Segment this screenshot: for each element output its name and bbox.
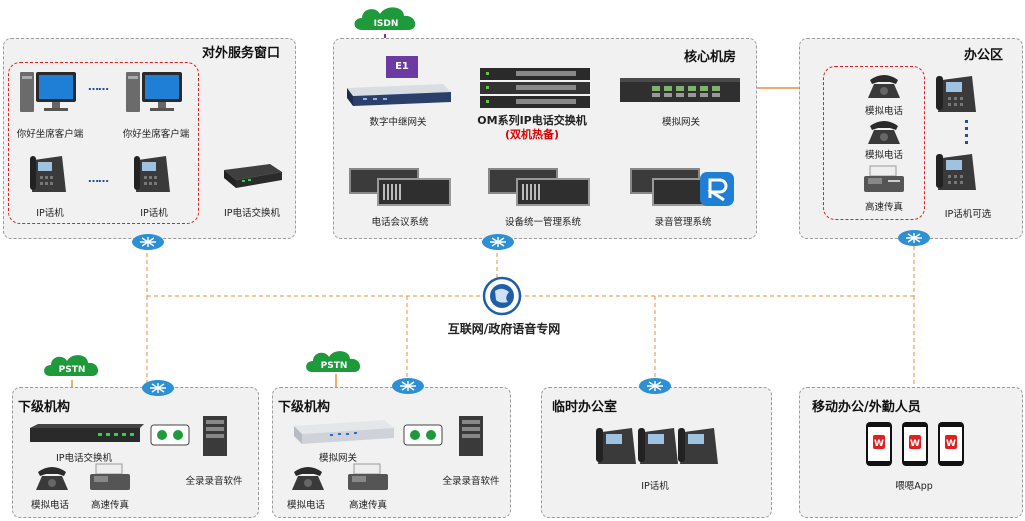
analog-phone-label: 模拟电话 [286, 500, 326, 511]
router-icon[interactable] [390, 376, 426, 396]
ip-phone-icon [638, 428, 678, 464]
e1-tag: E1 [386, 56, 418, 78]
desktop-computer-icon [20, 72, 76, 112]
external-service-panel [3, 38, 296, 239]
pstn-label: PSTN [321, 361, 348, 371]
ip-phone-icon [936, 76, 976, 112]
branch-device-label: 模拟网关 [318, 453, 358, 464]
om-ip-pbx-icon [480, 68, 590, 108]
analog-phone-icon [36, 467, 68, 490]
router-icon[interactable] [130, 232, 166, 252]
analog-phone-icon [868, 121, 900, 144]
agent-client-label: 你好坐席客户端 [122, 129, 190, 140]
isdn-cloud-icon: ISDN [354, 7, 416, 30]
recording-server-icon [459, 416, 483, 456]
app-logo-text: W [910, 439, 920, 449]
digital-gateway-icon [347, 84, 451, 106]
conference-server-icon [349, 168, 451, 206]
globe-icon [482, 276, 522, 316]
ip-phone-icon [134, 156, 170, 192]
app-logo-text: W [946, 439, 956, 449]
fax-machine-icon [348, 463, 388, 490]
ip-phone-icon [678, 428, 718, 464]
panel-title: 临时办公室 [552, 400, 618, 415]
smartphone-app-icon: W [902, 422, 928, 466]
ip-pbx-device-icon [224, 164, 282, 188]
management-server-icon [488, 168, 590, 206]
panel-title: 移动办公/外勤人员 [812, 400, 921, 415]
management-label: 设备统一管理系统 [504, 217, 582, 228]
agent-client-label: 你好坐席客户端 [16, 129, 84, 140]
isdn-label: ISDN [374, 19, 399, 29]
e1-label: E1 [395, 61, 409, 72]
router-icon[interactable] [140, 378, 176, 398]
pstn-label: PSTN [59, 365, 86, 375]
recording-server-icon [630, 168, 734, 206]
digital-gateway-label: 数字中继网关 [369, 117, 427, 128]
ip-pbx-label: IP电话交换机 [223, 208, 281, 219]
pstn-cloud-icon: PSTN [306, 351, 361, 372]
panel-title: 下级机构 [278, 400, 331, 415]
conference-label: 电话会议系统 [371, 217, 429, 228]
analog-gateway-label: 模拟网关 [661, 117, 701, 128]
network-label: 互联网/政府语音专网 [447, 322, 561, 336]
smartphone-app-icon: W [866, 422, 892, 466]
fax-machine-icon [864, 165, 904, 192]
recording-software-label: 全录录音软件 [185, 476, 243, 487]
vertical-ellipsis [965, 120, 968, 146]
router-icon[interactable] [637, 376, 673, 396]
ellipsis: …… [88, 172, 109, 185]
smartphone-app-icon: W [938, 422, 964, 466]
analog-gateway-icon [294, 420, 394, 444]
app-logo-text: W [874, 439, 884, 449]
fax-label: 高速传真 [864, 202, 904, 213]
ip-phone-label: IP话机 [36, 208, 64, 219]
panel-title: 办公区 [964, 48, 1004, 63]
branch-device-label: IP电话交换机 [55, 453, 113, 464]
ip-pbx-device-icon [30, 424, 144, 442]
analog-phone-icon [868, 75, 900, 98]
ip-phone-label: IP话机 [641, 481, 669, 492]
analog-phone-label: 模拟电话 [30, 500, 70, 511]
office-device-group-box [823, 66, 925, 220]
panel-title: 下级机构 [18, 400, 71, 415]
panel-title: 对外服务窗口 [202, 46, 281, 61]
router-icon[interactable] [896, 228, 932, 248]
om-pbx-sublabel: (双机热备) [504, 128, 560, 141]
analog-gateway-icon [620, 78, 740, 102]
desktop-computer-icon [126, 72, 182, 112]
ellipsis: …… [88, 80, 109, 93]
fax-label: 高速传真 [348, 500, 388, 511]
media-converter-icon[interactable] [150, 424, 190, 446]
pstn-cloud-icon: PSTN [44, 355, 99, 376]
ip-phone-optional-label: IP话机可选 [944, 209, 992, 220]
agent-group-box [8, 62, 199, 224]
media-converter-icon[interactable] [403, 424, 443, 446]
app-label: 喂嗯App [895, 481, 933, 492]
recording-software-label: 全录录音软件 [442, 476, 500, 487]
om-pbx-label: OM系列IP电话交换机 [477, 114, 587, 127]
router-icon[interactable] [480, 232, 516, 252]
panel-title: 核心机房 [684, 50, 737, 65]
ip-phone-label: IP话机 [140, 208, 168, 219]
recording-label: 录音管理系统 [654, 217, 712, 228]
ip-phone-icon [30, 156, 66, 192]
office-area-panel [799, 38, 1023, 239]
recording-server-icon [203, 416, 227, 456]
ip-phone-icon [936, 154, 976, 190]
fax-label: 高速传真 [90, 500, 130, 511]
analog-phone-label: 模拟电话 [864, 106, 904, 117]
fax-machine-icon [90, 463, 130, 490]
analog-phone-icon [292, 467, 324, 490]
analog-phone-label: 模拟电话 [864, 150, 904, 161]
ip-phone-icon [596, 428, 636, 464]
